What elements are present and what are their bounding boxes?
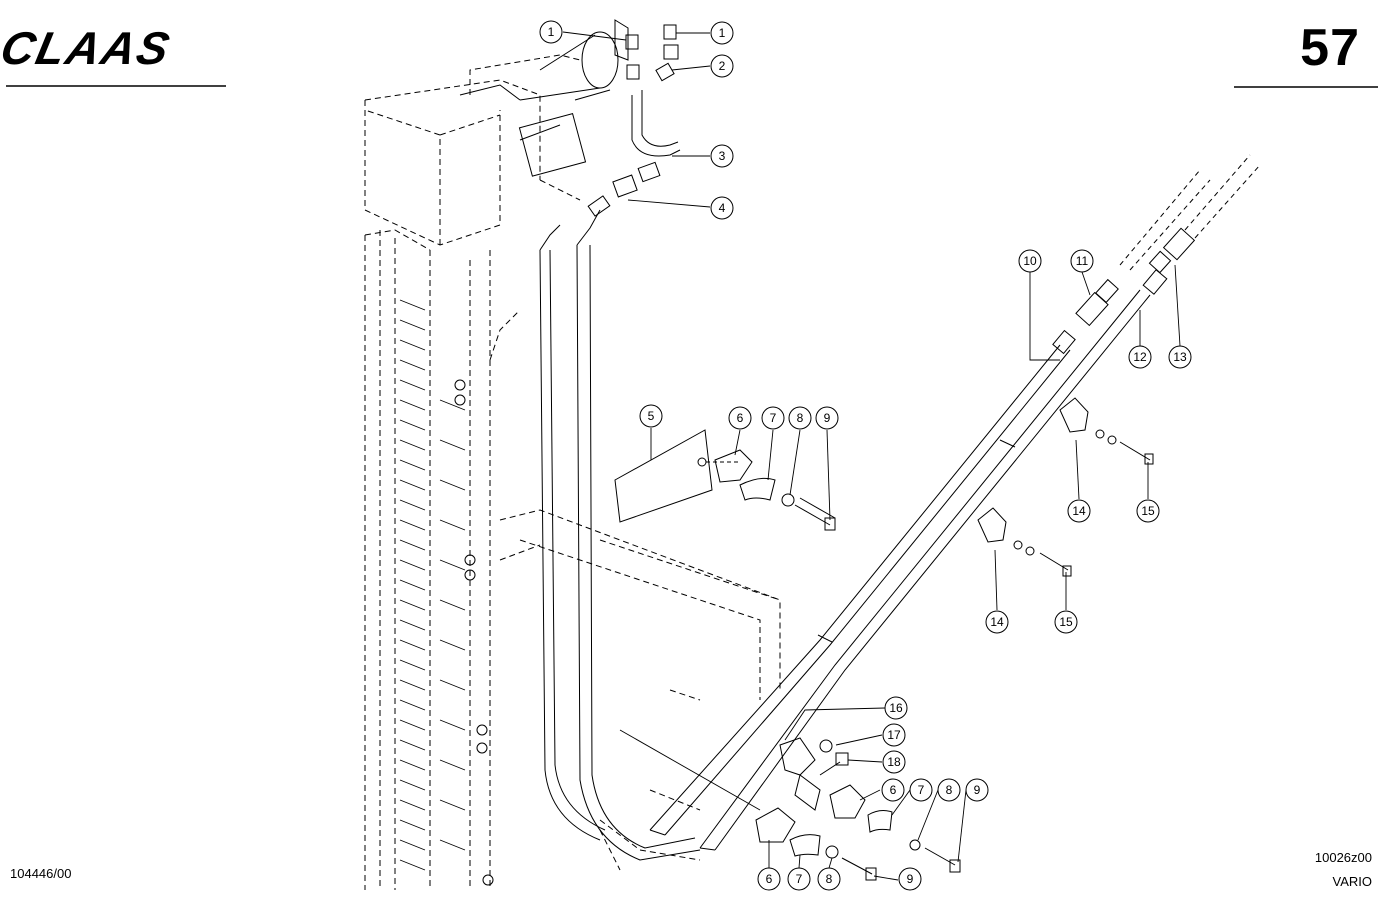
- page-number-rule: [1234, 86, 1378, 88]
- callout-number: 15: [1141, 504, 1155, 518]
- callout-number: 15: [1059, 615, 1073, 629]
- callout-3: 3: [710, 144, 734, 168]
- callout-15-upper: 15: [1136, 499, 1160, 523]
- callout-number: 8: [826, 872, 833, 886]
- fittings: [587, 19, 679, 217]
- callout-10: 10: [1018, 249, 1042, 273]
- callout-14-lower: 14: [985, 610, 1009, 634]
- callout-number: 11: [1076, 254, 1089, 268]
- mast-frame-outline: [364, 54, 781, 890]
- callout-9-lower: 9: [898, 867, 922, 891]
- callout-number: 6: [766, 872, 773, 886]
- callout-7-lower: 7: [787, 867, 811, 891]
- callout-labels: 1 1 2 3 4 5 6 7 8 9 10 11 12 13 14 15 14…: [539, 20, 1192, 891]
- plate-part: [614, 429, 740, 523]
- callout-number: 8: [946, 783, 953, 797]
- callout-number: 17: [887, 728, 901, 742]
- callout-12: 12: [1128, 345, 1152, 369]
- callout-11: 11: [1070, 249, 1094, 273]
- callout-number: 7: [918, 783, 925, 797]
- callout-7-upper: 7: [761, 406, 785, 430]
- callout-number: 18: [887, 755, 901, 769]
- callout-number: 9: [824, 411, 831, 425]
- diagonal-hose-pair: [649, 269, 1168, 851]
- part-code: 10026z00: [1314, 850, 1372, 865]
- callout-number: 1: [548, 25, 555, 39]
- clamp-group-right: [977, 397, 1154, 577]
- callout-16: 16: [884, 696, 908, 720]
- mast-hatching: [399, 299, 466, 871]
- page-number: 57: [1300, 19, 1360, 77]
- callout-number: 7: [770, 411, 777, 425]
- callout-number: 6: [737, 411, 744, 425]
- hose-continuations: [1119, 154, 1261, 271]
- hydraulic-cylinder: [459, 31, 619, 177]
- callout-number: 9: [974, 783, 981, 797]
- callout-5: 5: [639, 404, 663, 428]
- callout-number: 10: [1023, 254, 1037, 268]
- callout-9-middle: 9: [965, 778, 989, 802]
- callout-number: 12: [1133, 350, 1147, 364]
- callout-6-middle: 6: [881, 778, 905, 802]
- callout-8-lower: 8: [817, 867, 841, 891]
- callout-17: 17: [882, 723, 906, 747]
- callout-8-upper: 8: [788, 406, 812, 430]
- brand-logo: CLAAS: [0, 22, 226, 87]
- callout-number: 6: [890, 783, 897, 797]
- callout-number: 1: [719, 26, 726, 40]
- clamp-group-upper: [714, 449, 836, 531]
- callout-8-middle: 8: [937, 778, 961, 802]
- model-label: VARIO: [1332, 874, 1373, 889]
- callout-13: 13: [1168, 345, 1192, 369]
- callout-number: 5: [648, 409, 655, 423]
- quick-couplings: [1075, 227, 1196, 327]
- callout-number: 14: [1072, 504, 1086, 518]
- callout-number: 8: [797, 411, 804, 425]
- callout-7-middle: 7: [909, 778, 933, 802]
- callout-6-lower: 6: [757, 867, 781, 891]
- callout-6-upper: 6: [728, 406, 752, 430]
- callout-15-lower: 15: [1054, 610, 1078, 634]
- callout-number: 3: [719, 149, 726, 163]
- callout-number: 13: [1173, 350, 1187, 364]
- callout-9-upper: 9: [815, 406, 839, 430]
- callout-number: 2: [719, 59, 726, 73]
- callout-1-left: 1: [539, 20, 563, 44]
- callout-2: 2: [710, 54, 734, 78]
- vertical-hose-pair: [539, 209, 701, 861]
- brand-logo-text: CLAAS: [0, 22, 176, 73]
- leader-lines: [562, 31, 1181, 881]
- callout-18: 18: [882, 750, 906, 774]
- callout-number: 7: [796, 872, 803, 886]
- callout-number: 16: [889, 701, 903, 715]
- mast-bolts: [454, 379, 494, 886]
- callout-number: 9: [907, 872, 914, 886]
- drawing-number: 104446/00: [10, 866, 72, 881]
- callout-number: 14: [990, 615, 1004, 629]
- callout-1-right: 1: [710, 21, 734, 45]
- callout-4: 4: [710, 196, 734, 220]
- bracket-group: [779, 737, 849, 811]
- clamp-group-middle: [829, 784, 961, 873]
- callout-14-upper: 14: [1067, 499, 1091, 523]
- upper-hose-loop: [612, 90, 681, 198]
- callout-number: 4: [719, 201, 726, 215]
